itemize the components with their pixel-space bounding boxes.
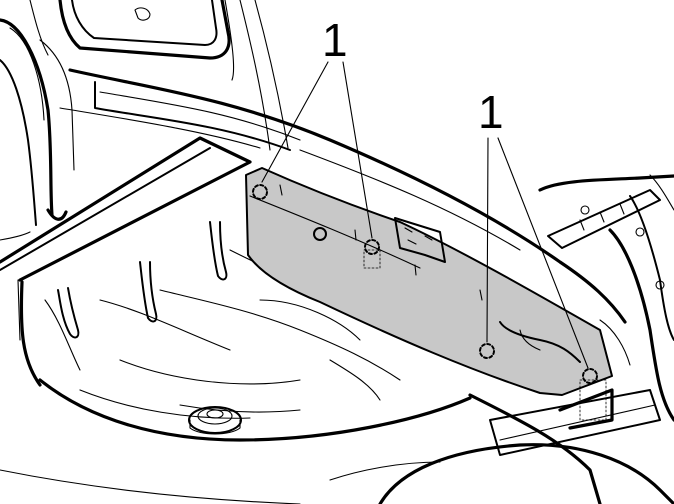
callout-number: 1 — [478, 86, 504, 138]
left-wheel-arch — [0, 18, 75, 241]
clip-markers — [252, 184, 607, 421]
clip-marker — [364, 239, 380, 255]
clip-marker — [582, 368, 598, 384]
rear-shelf-bracket — [29, 0, 235, 81]
leader-line — [261, 61, 329, 183]
leader-line — [497, 137, 589, 369]
leader-line — [342, 61, 373, 239]
panel-hole — [313, 227, 327, 241]
highlighted-trim-panel — [245, 167, 613, 396]
spare-wheel-nut — [188, 406, 242, 435]
rear-bumper-area — [0, 388, 674, 504]
callout-number: 1 — [322, 14, 348, 66]
gray-panel-shape — [245, 167, 613, 396]
clip-marker — [479, 343, 495, 359]
left-floor-rail — [0, 136, 252, 387]
leader-lines — [261, 61, 589, 369]
right-side-structure — [538, 174, 674, 422]
leader-line — [486, 137, 489, 343]
upper-cross-member — [59, 0, 627, 324]
clip-marker — [252, 184, 268, 200]
